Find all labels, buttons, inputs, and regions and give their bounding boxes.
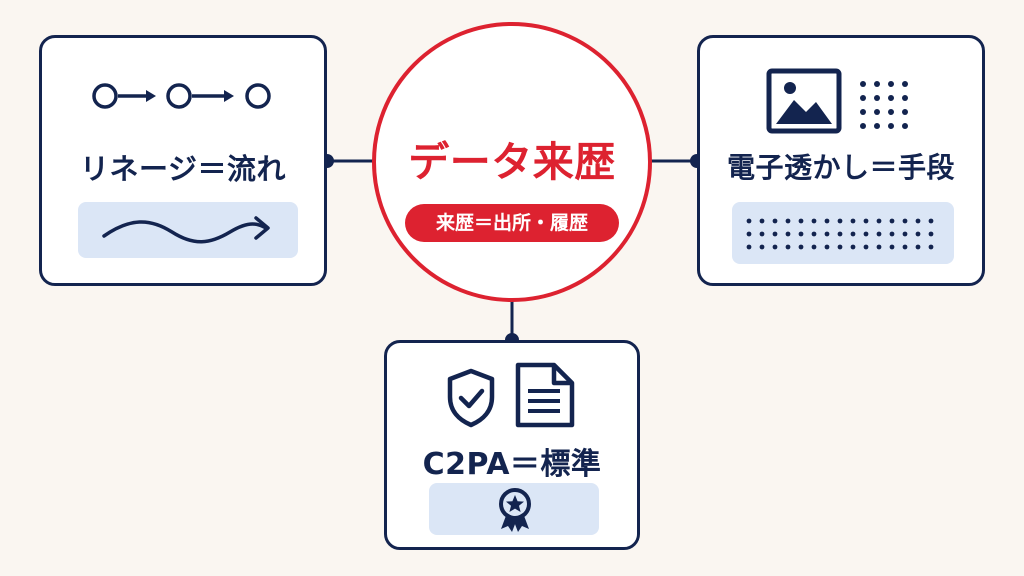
dot-pattern-icon	[746, 218, 934, 250]
dot-grid-icon	[860, 81, 908, 129]
node-chain-icon	[92, 83, 271, 109]
watermark-panel	[732, 202, 954, 264]
lineage-panel	[78, 202, 298, 258]
c2pa-card: C2PA＝標準	[384, 340, 640, 550]
lineage-title: リネージ＝流れ	[80, 152, 286, 186]
hub-subtitle-pill: 来歴＝出所・履歴	[405, 204, 619, 242]
wavy-arrow-icon	[102, 216, 270, 244]
document-icon	[515, 362, 575, 428]
shield-check-icon	[447, 368, 495, 428]
image-icon	[766, 68, 842, 134]
watermark-card: 電子透かし＝手段	[697, 35, 985, 286]
hub-title: データ来歴	[408, 138, 616, 186]
award-badge-icon	[499, 488, 531, 532]
watermark-title: 電子透かし＝手段	[726, 151, 955, 184]
c2pa-panel	[429, 483, 599, 535]
data-provenance-hub: データ来歴 来歴＝出所・履歴	[372, 22, 652, 302]
lineage-card: リネージ＝流れ	[39, 35, 327, 286]
c2pa-title: C2PA＝標準	[422, 447, 602, 482]
